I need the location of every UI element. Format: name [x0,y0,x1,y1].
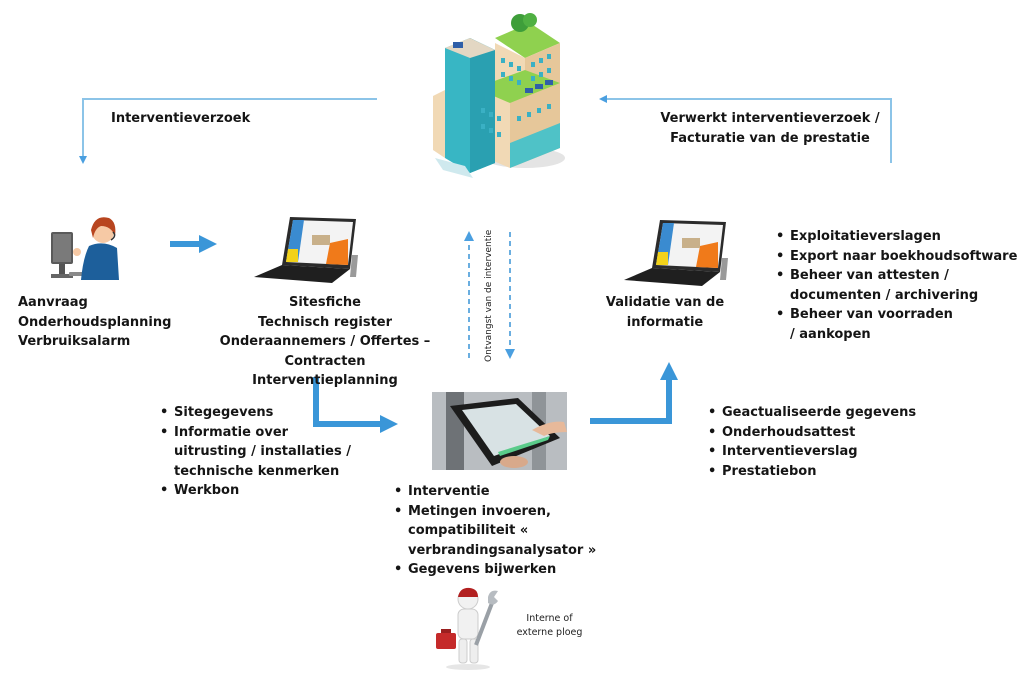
technician-icon [436,587,498,670]
list-item: Werkbon [160,481,360,501]
node-planning-line: Sitesfiche [288,295,361,310]
list-validation-outputs: Exploitatieverslagen Export naar boekhou… [776,227,1026,344]
arrow-processed-flow [599,95,892,163]
node-request-line: Onderhoudsplanning [18,314,172,330]
team-label-line: externe ploeg [516,627,583,638]
list-item: Export naar boekhoudsoftware [776,247,1026,267]
list-item: Exploitatieverslagen [776,227,1026,247]
list-item: Metingen invoeren, compatibiliteit « ver… [394,502,648,561]
list-item: Geactualiseerde gegevens [708,403,928,423]
flow-label-request: Interventieverzoek [111,111,251,126]
list-item: Gegevens bijwerken [394,560,654,580]
node-request-line: Verbruiksalarm [18,334,131,349]
node-planning-line: Onderaannemers / Offertes – Contracten [219,334,431,369]
list-item: Onderhoudsattest [708,423,928,443]
node-validation-line: informatie [626,314,704,330]
team-label: Interne of externe ploeg [512,612,587,640]
flow-label-processed: Verwerkt interventieverzoek / Facturatie… [650,109,890,148]
list-item: Interventieverslag [708,442,928,462]
vertical-receipt-label: Ontvangst van de interventie [484,229,494,362]
rugged-tablet-photo [432,392,567,470]
list-site-data: Sitegegevens Informatie over uitrusting … [160,403,360,501]
flow-label-processed-line2: Facturatie van de prestatie [670,130,870,146]
arrow-request-flow [79,98,377,164]
list-intervention-outputs: Geactualiseerde gegevens Onderhoudsattes… [708,403,928,481]
arrow-intervention-to-validation [590,362,678,424]
node-planning-text: Sitesfiche Technisch register Onderaanne… [180,293,470,391]
node-validation-line: Validatie van de [605,295,725,310]
building-icon [433,13,565,178]
list-item: Informatie over uitrusting / installatie… [160,423,354,482]
node-request-line: Aanvraag [18,295,88,310]
list-item: Prestatiebon [708,462,928,482]
laptop-icon [624,220,728,286]
laptop-icon [254,217,358,283]
list-item: Interventie [394,482,654,502]
list-item: Beheer van attesten / documenten / archi… [776,266,980,305]
node-request-text: Aanvraag Onderhoudsplanning Verbruiksala… [18,293,171,352]
list-item: Sitegegevens [160,403,360,423]
list-item: Beheer van voorraden / aankopen [776,305,960,344]
operator-icon [51,217,119,280]
flow-label-processed-line1: Verwerkt interventieverzoek / [660,111,880,126]
node-planning-line: Technisch register [257,314,393,330]
node-planning-line: Interventieplanning [252,373,398,388]
team-label-line: Interne of [526,613,573,624]
node-validation-text: Validatie van de informatie [600,293,730,332]
list-intervention-tasks: Interventie Metingen invoeren, compatibi… [394,482,654,580]
